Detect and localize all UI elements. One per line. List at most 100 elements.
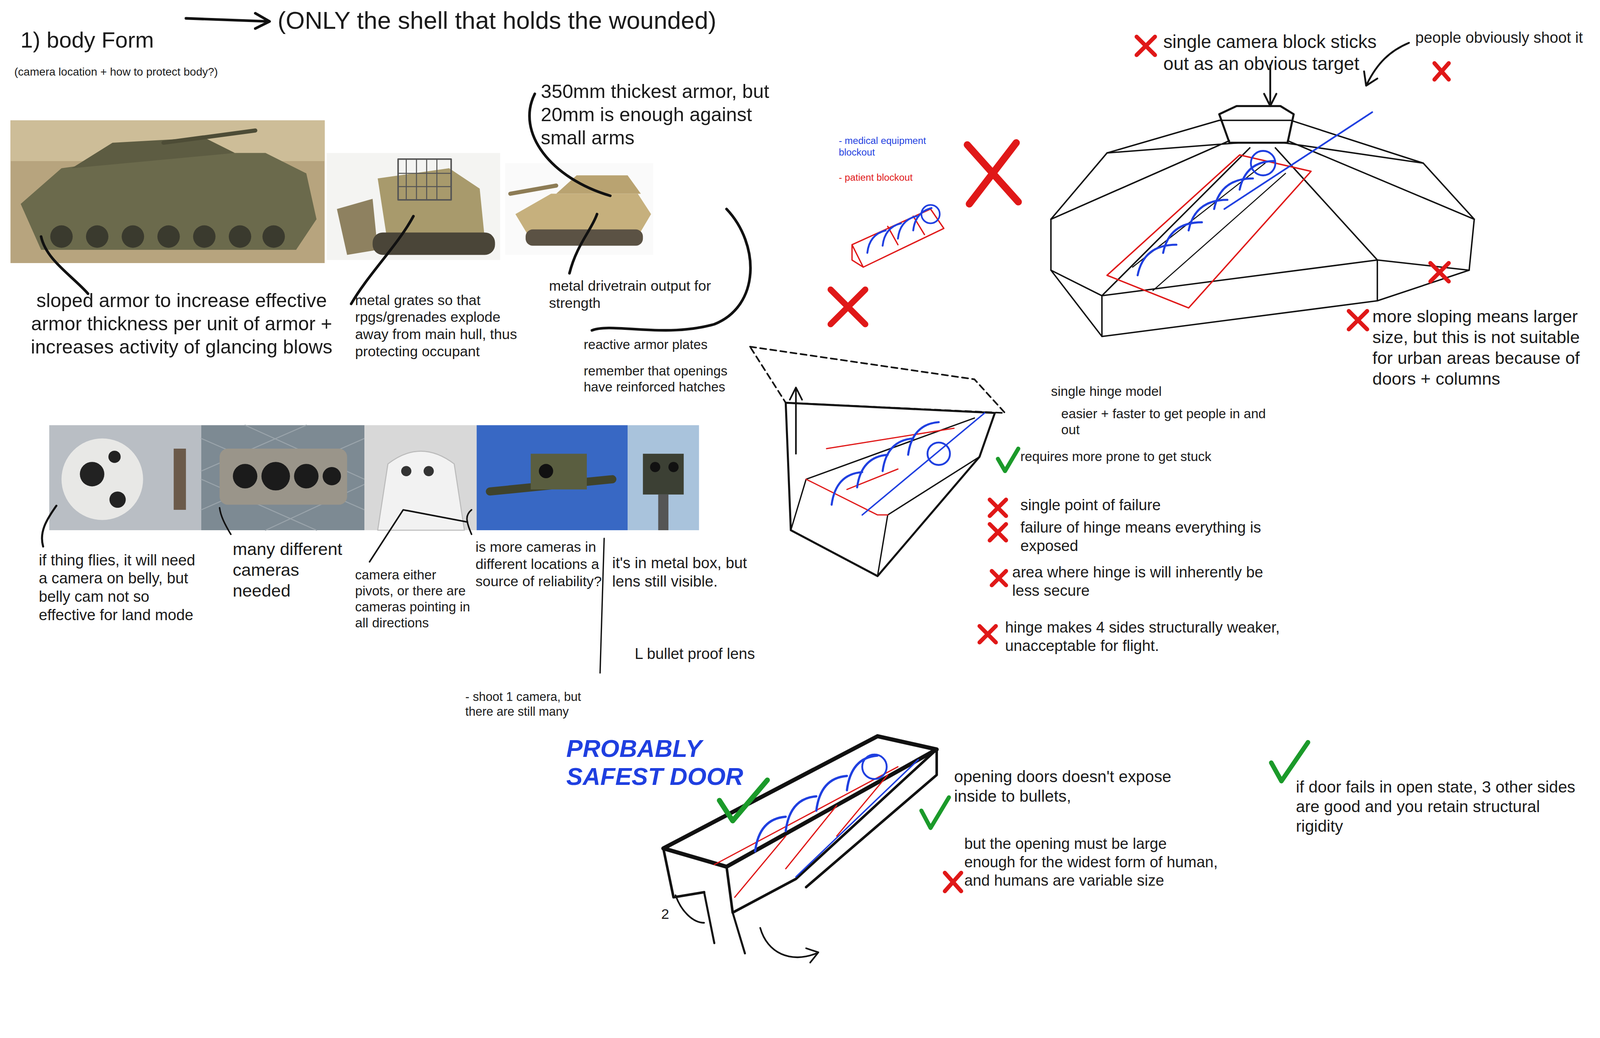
tank-photo-part — [157, 225, 180, 248]
bulldozer-photo-part — [336, 198, 378, 255]
abrams-photo-part — [510, 185, 557, 194]
camera-photo-strip-part — [261, 462, 290, 491]
handwritten-note: metal grates so that rpgs/grenades explo… — [355, 292, 529, 361]
red-cross-marks-part — [830, 289, 866, 325]
tank-photo-part — [71, 137, 235, 169]
handwritten-note: single camera block sticks out as an obv… — [1163, 30, 1383, 75]
dome-sketch-part — [1137, 161, 1275, 276]
camera-photo-strip-part — [219, 448, 348, 505]
hinge-box-sketch-part — [806, 428, 954, 516]
leader-lines-part — [351, 216, 414, 304]
side-door-box-sketch-part — [760, 928, 817, 958]
bulldozer-photo-part — [326, 153, 501, 261]
abrams-photo — [505, 163, 654, 256]
handwritten-note: it's in metal box, but lens still visibl… — [612, 554, 766, 591]
dome-sketch-part — [1107, 155, 1312, 309]
camera-photo-strip-part — [61, 438, 144, 521]
bulldozer-photo-part — [372, 232, 496, 255]
camera-photo-strip-part — [80, 462, 105, 487]
green-check-marks-part — [998, 448, 1019, 472]
camera-photo-strip-part — [627, 425, 700, 531]
camera-photo-strip-part — [201, 425, 365, 531]
handwritten-note: L bullet proof lens — [634, 644, 758, 664]
handwritten-note: camera either pivots, or there are camer… — [355, 567, 473, 631]
handwritten-note: but the opening must be large enough for… — [964, 834, 1220, 890]
camera-photo-strip — [49, 425, 699, 531]
camera-photo-strip-part — [658, 494, 669, 531]
abrams-photo-part — [505, 163, 654, 256]
handwritten-note: - patient blockout — [838, 171, 931, 184]
tank-photo-part — [228, 225, 252, 248]
camera-photo-strip-part — [530, 454, 587, 490]
side-door-box-sketch-part — [806, 948, 819, 964]
tank-photo-part — [262, 225, 285, 248]
handwritten-note: PROBABLY SAFEST DOOR — [566, 734, 761, 792]
camera-photo-strip-part — [423, 466, 434, 477]
handwritten-note: easier + faster to get people in and out — [1061, 406, 1271, 438]
red-cross-marks-part — [1434, 63, 1449, 80]
camera-photo-strip-part — [642, 454, 684, 495]
leader-lines-part — [219, 508, 231, 535]
hinge-box-sketch — [750, 346, 1006, 577]
tank-photo-part — [50, 225, 73, 248]
handwritten-note: people obviously shoot it — [1415, 28, 1587, 47]
dome-sketch-part — [1224, 112, 1373, 210]
camera-photo-strip-part — [108, 450, 121, 464]
tank-photo-part — [86, 225, 109, 248]
camera-photo-strip-part — [364, 425, 477, 531]
handwritten-note: sloped armor to increase effective armor… — [18, 288, 345, 359]
handwritten-note: failure of hinge means everything is exp… — [1020, 518, 1276, 556]
handwritten-note: single point of failure — [1020, 496, 1276, 515]
bulldozer-photo-part — [398, 159, 452, 200]
handwritten-note: single hinge model — [1051, 383, 1266, 400]
handwritten-note: metal drivetrain output for strength — [548, 277, 728, 312]
red-cross-marks-part — [989, 524, 1006, 541]
leader-lines-part — [41, 236, 88, 294]
camera-photo-strip-part — [650, 462, 661, 473]
tank-photo-part — [10, 120, 325, 264]
side-door-box-sketch-part — [796, 760, 919, 878]
camera-photo-strip-part — [401, 466, 412, 477]
tank-photo-part — [193, 225, 216, 248]
handwritten-note: many different cameras needed — [232, 538, 356, 602]
green-check-marks-part — [921, 797, 949, 829]
leader-lines-part — [466, 510, 472, 535]
camera-photo-strip-part — [109, 491, 126, 508]
leader-lines-part — [42, 506, 57, 547]
camera-photo-strip-part — [173, 448, 186, 510]
red-cross-marks — [830, 36, 1449, 892]
camera-photo-strip-part — [476, 425, 628, 531]
hinge-box-sketch-part — [862, 413, 985, 516]
leader-lines-part — [1364, 71, 1378, 86]
red-cross-marks-part — [944, 873, 962, 892]
handwritten-note: 350mm thickest armor, but 20mm is enough… — [540, 79, 802, 150]
hinge-box-sketch-part — [795, 389, 797, 454]
side-door-box-sketch-part — [663, 736, 937, 867]
bulldozer-photo — [326, 153, 501, 261]
dome-sketch — [1050, 106, 1474, 337]
handwritten-note: more sloping means larger size, but this… — [1372, 306, 1589, 390]
camera-photo-strip-part — [201, 425, 365, 531]
side-door-box-sketch-part — [862, 754, 887, 780]
side-door-box-sketch-part — [704, 892, 745, 954]
dome-sketch-part — [1050, 120, 1474, 337]
side-door-box-sketch-part — [755, 756, 878, 852]
leader-lines-part — [600, 538, 604, 674]
camera-photo-strip-part — [668, 462, 679, 473]
handwritten-note: reactive armor plates — [583, 336, 737, 353]
handwritten-note: hinge makes 4 sides structurally weaker,… — [1005, 618, 1281, 656]
red-cross-marks-part — [967, 142, 1019, 204]
red-cross-marks-part — [979, 626, 996, 643]
hinge-box-sketch-part — [785, 402, 995, 577]
camera-photo-strip-part — [294, 464, 319, 489]
tank-photo-part — [163, 130, 256, 143]
dome-sketch-part — [1250, 150, 1276, 176]
dome-sketch-part — [1132, 163, 1286, 291]
handwritten-note: - shoot 1 camera, but there are still ma… — [465, 689, 603, 719]
blockout-sketch — [852, 205, 944, 268]
tank-photo-part — [121, 225, 144, 248]
tank-photo — [10, 120, 325, 264]
leader-lines-part — [186, 18, 268, 22]
red-cross-marks-part — [1348, 311, 1368, 330]
